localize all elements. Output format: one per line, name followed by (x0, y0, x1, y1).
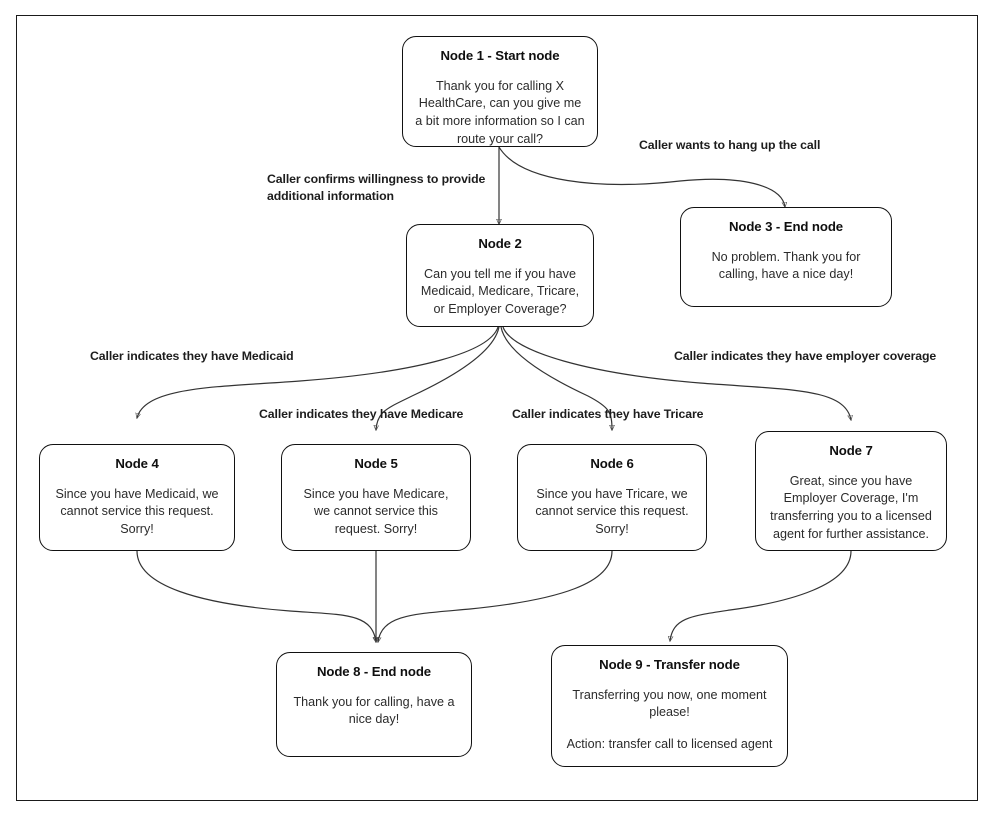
node-2-title: Node 2 (478, 236, 522, 251)
node-9-body-2: Action: transfer call to licensed agent (566, 737, 773, 752)
node-7[interactable]: Node 7 Great, since you have Employer Co… (755, 431, 947, 551)
edge-label-medicare: Caller indicates they have Medicare (259, 407, 464, 421)
node-8-title: Node 8 - End node (316, 664, 432, 679)
edge-label-tricare: Caller indicates they have Tricare (512, 407, 704, 421)
node-2[interactable]: Node 2 Can you tell me if you have Medic… (406, 224, 594, 327)
node-6[interactable]: Node 6 Since you have Tricare, we cannot… (517, 444, 707, 551)
node-7-body: Great, since you have Employer Coverage,… (770, 473, 932, 542)
node-1-start-node[interactable]: Node 1 - Start node Thank you for callin… (402, 36, 598, 147)
node-2-body: Can you tell me if you have Medicaid, Me… (420, 266, 580, 317)
edge-label-hang-up: Caller wants to hang up the call (639, 138, 821, 152)
node-4-title: Node 4 (115, 456, 159, 471)
node-3-body: No problem. Thank you for calling, have … (711, 249, 861, 282)
node-3-end-node[interactable]: Node 3 - End node No problem. Thank you … (680, 207, 892, 307)
node-6-title: Node 6 (590, 456, 634, 471)
node-5-title: Node 5 (354, 456, 398, 471)
node-8-end-node[interactable]: Node 8 - End node Thank you for calling,… (276, 652, 472, 757)
node-9-title: Node 9 - Transfer node (599, 657, 740, 672)
node-9-body-1: Transferring you now, one moment please! (572, 687, 767, 720)
node-1-body: Thank you for calling X HealthCare, can … (415, 78, 585, 147)
node-9-transfer-node[interactable]: Node 9 - Transfer node Transferring you … (551, 645, 788, 767)
node-3-title: Node 3 - End node (728, 219, 844, 234)
node-1-title: Node 1 - Start node (440, 48, 560, 63)
node-7-title: Node 7 (829, 443, 873, 458)
edge-label-medicaid: Caller indicates they have Medicaid (90, 349, 294, 363)
node-4[interactable]: Node 4 Since you have Medicaid, we canno… (39, 444, 235, 551)
node-4-body: Since you have Medicaid, we cannot servi… (55, 486, 219, 537)
node-5-body: Since you have Medicare, we cannot servi… (303, 486, 449, 537)
node-8-body: Thank you for calling, have a nice day! (293, 694, 455, 727)
edge-label-employer-coverage: Caller indicates they have employer cove… (674, 349, 937, 363)
node-5[interactable]: Node 5 Since you have Medicare, we canno… (281, 444, 471, 551)
edge-label-willingness: Caller confirms willingness to provide a… (267, 172, 486, 204)
node-6-body: Since you have Tricare, we cannot servic… (535, 486, 689, 537)
